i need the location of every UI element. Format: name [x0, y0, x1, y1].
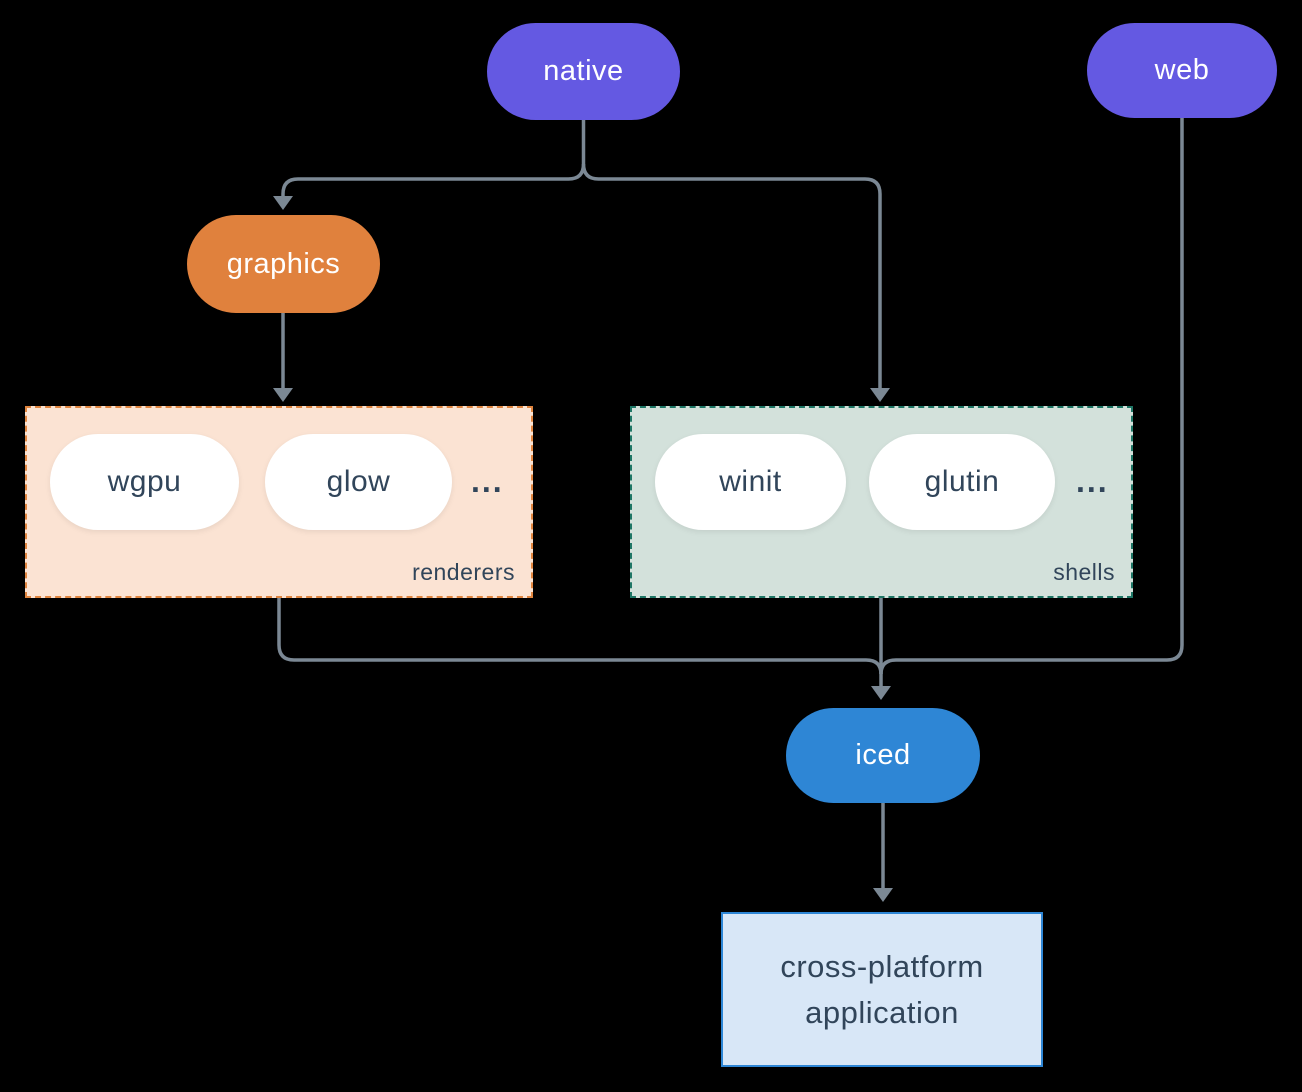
arrowhead-into-renderers — [273, 388, 293, 402]
edge-renderers-iced — [277, 598, 883, 675]
renderers-ellipsis: ... — [471, 463, 504, 499]
group-renderers: wgpu glow ... renderers — [25, 406, 533, 598]
application-label-line2: application — [805, 994, 959, 1030]
node-native: native — [487, 23, 680, 120]
arrowhead-into-iced — [871, 686, 891, 700]
node-winit-label: winit — [719, 465, 782, 498]
node-glow-label: glow — [326, 465, 391, 498]
edge-native-shells — [581, 163, 882, 389]
arrowhead-into-shells — [870, 388, 890, 402]
node-cross-platform-application: cross-platform application — [721, 912, 1043, 1067]
node-iced: iced — [786, 708, 980, 803]
node-winit: winit — [655, 434, 846, 530]
node-graphics: graphics — [187, 215, 380, 313]
shells-ellipsis: ... — [1076, 463, 1109, 499]
node-glutin: glutin — [869, 434, 1055, 530]
node-wgpu: wgpu — [50, 434, 239, 530]
node-native-label: native — [543, 55, 624, 87]
group-shells: winit glutin ... shells — [630, 406, 1133, 598]
arrowhead-into-application — [873, 888, 893, 902]
node-glow: glow — [265, 434, 452, 530]
edge-native-graphics — [281, 163, 586, 197]
node-wgpu-label: wgpu — [107, 465, 182, 498]
group-shells-label: shells — [1053, 559, 1115, 585]
node-web: web — [1087, 23, 1277, 118]
arrowhead-into-graphics — [273, 196, 293, 210]
node-graphics-label: graphics — [226, 247, 341, 280]
node-glutin-label: glutin — [924, 465, 1000, 498]
node-web-label: web — [1154, 54, 1210, 86]
group-renderers-label: renderers — [412, 559, 515, 585]
application-label-line1: cross-platform — [780, 948, 984, 984]
node-iced-label: iced — [855, 739, 911, 771]
